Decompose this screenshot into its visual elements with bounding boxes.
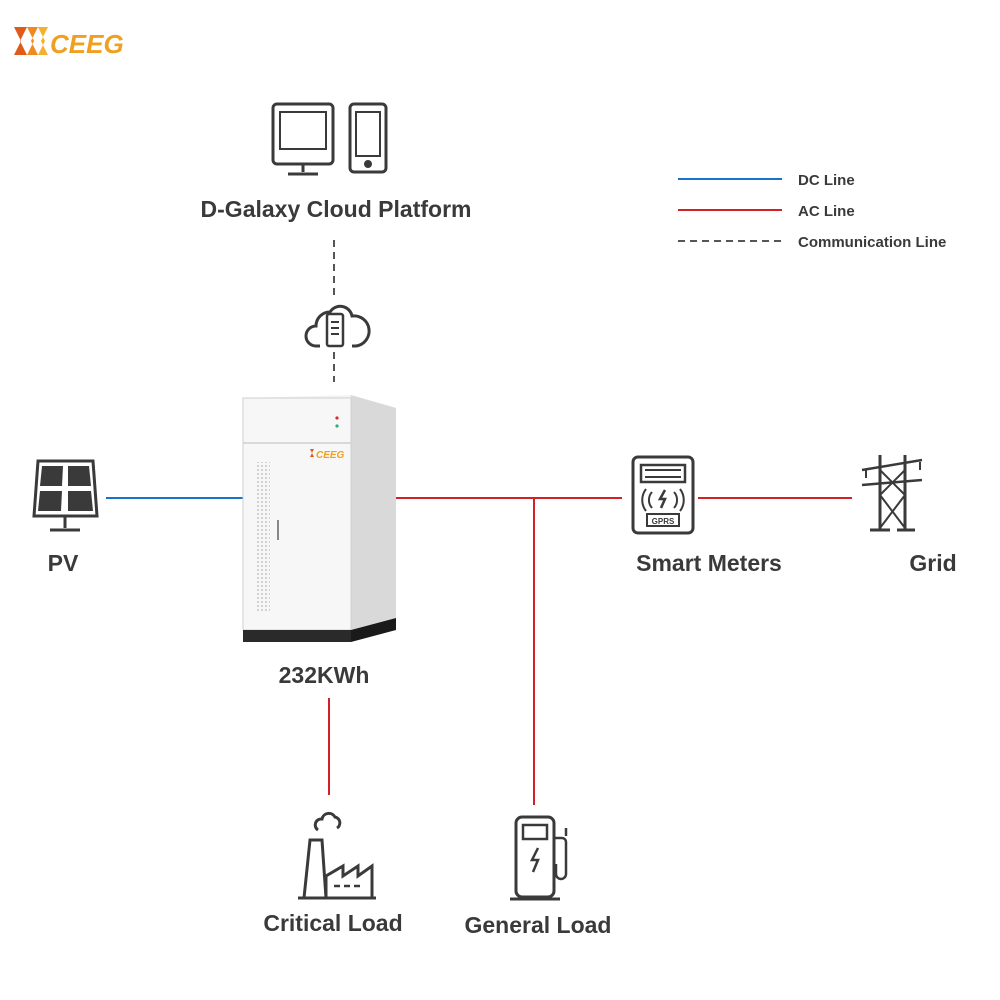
cloud-server-icon [304, 304, 371, 348]
factory-icon [298, 811, 376, 900]
transmission-tower-icon [861, 455, 923, 532]
smartphone-icon [348, 102, 388, 174]
charging-station-icon [510, 815, 568, 901]
smart-meter-icon [631, 455, 695, 535]
legend-ac-label: AC Line [798, 203, 855, 220]
solar-panel-icon [32, 459, 99, 532]
legend-dc-label: DC Line [798, 172, 855, 189]
ceeg-logo: CEEG [14, 27, 124, 59]
legend-comm-label: Communication Line [798, 234, 946, 251]
monitor-icon [271, 102, 335, 176]
legend: DC Line AC Line Communication Line [678, 172, 946, 251]
critical-load-label: Critical Load [263, 910, 402, 936]
pv-label: PV [48, 550, 79, 576]
cabinet-logo-text: CEEG [316, 450, 345, 461]
battery-cabinet: CEEG [242, 395, 396, 642]
smart-meters-label: Smart Meters [636, 550, 782, 576]
cloud-platform-label: D-Galaxy Cloud Platform [201, 196, 472, 222]
meter-badge: GPRS [652, 517, 675, 526]
storage-capacity-label: 232KWh [279, 662, 370, 688]
logo-text: CEEG [50, 29, 124, 59]
general-load-label: General Load [465, 912, 612, 938]
cabinet-vent [256, 462, 270, 612]
grid-label: Grid [909, 550, 956, 576]
